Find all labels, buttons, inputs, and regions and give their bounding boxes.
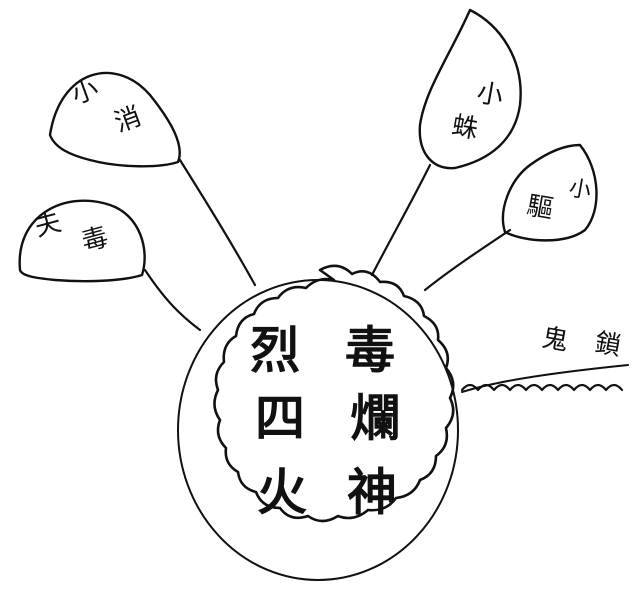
seal-glyph-r3: 神 xyxy=(347,463,397,522)
connector-lines xyxy=(143,158,512,332)
connector-upper-right xyxy=(370,163,432,277)
petal-upper-right-glyph-2: 蛛 xyxy=(450,111,481,145)
petal-left-glyph-1: 夫 xyxy=(32,207,65,243)
tail-glyph-1: 鬼 xyxy=(540,323,571,357)
petal-left-glyph-2: 毒 xyxy=(79,222,112,258)
petal-upper-right xyxy=(418,8,522,170)
petal-right-glyph-2: 驅 xyxy=(525,191,556,225)
connector-upper-left xyxy=(178,158,257,287)
connector-left xyxy=(143,268,202,332)
seal-glyph-l2: 四 xyxy=(255,389,305,448)
petal-right-glyph-1: 小 xyxy=(567,176,593,204)
petal-right xyxy=(501,143,598,242)
tail-chain: 鬼 鎖 xyxy=(460,323,629,393)
seal-glyph-l1: 烈 xyxy=(250,321,300,380)
central-seal xyxy=(177,264,459,581)
seal-glyph-r2: 爛 xyxy=(350,389,400,448)
petal-left xyxy=(18,199,146,283)
seal-text: 毒 爛 神 烈 四 火 xyxy=(250,321,400,522)
connector-right xyxy=(423,228,512,292)
petal-upper-left xyxy=(48,71,181,168)
petal-upper-right-glyph-1: 小 xyxy=(475,78,506,112)
petal-upper-left-glyph-2: 消 xyxy=(111,101,146,138)
petal-upper-left-glyph-1: 小 xyxy=(68,73,103,110)
seal-glyph-r1: 毒 xyxy=(345,321,395,380)
tail-glyph-2: 鎖 xyxy=(593,328,624,362)
seal-glyph-l3: 火 xyxy=(257,463,307,522)
